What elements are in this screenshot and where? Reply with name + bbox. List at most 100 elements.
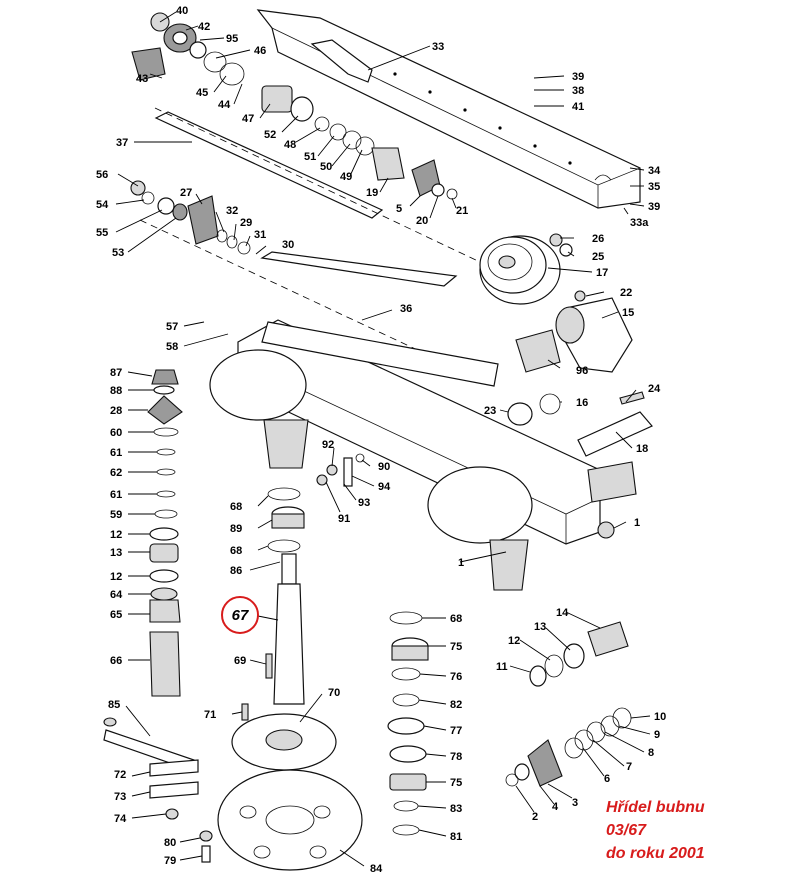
part-label: 13 bbox=[110, 547, 122, 559]
part-label: 84 bbox=[370, 863, 383, 875]
part-label: 5 bbox=[396, 203, 402, 215]
part-label: 68 bbox=[230, 501, 242, 513]
part-label: 12 bbox=[508, 635, 520, 647]
part-label: 65 bbox=[110, 609, 122, 621]
part-label: 26 bbox=[592, 233, 604, 245]
part-label: 68 bbox=[450, 613, 462, 625]
part-label: 7 bbox=[626, 761, 632, 773]
part-label: 85 bbox=[108, 699, 120, 711]
part-label: 35 bbox=[648, 181, 660, 193]
part-label: 1 bbox=[634, 517, 640, 529]
part-note: Hřídel bubnu 03/67 do roku 2001 bbox=[606, 796, 796, 865]
part-label: 79 bbox=[164, 855, 176, 867]
part-labels: 40 42 95 46 43 45 44 47 52 48 51 50 49 1… bbox=[96, 5, 666, 875]
part-label: 60 bbox=[110, 427, 122, 439]
part-label: 21 bbox=[456, 205, 468, 217]
long-shaft-37 bbox=[154, 111, 384, 219]
note-line-validity: do roku 2001 bbox=[606, 845, 705, 862]
shaft-18 bbox=[577, 391, 653, 457]
part-label: 52 bbox=[264, 129, 276, 141]
part-label: 73 bbox=[114, 791, 126, 803]
part-label: 34 bbox=[648, 165, 661, 177]
part-label: 12 bbox=[110, 529, 122, 541]
bracket-15 bbox=[507, 290, 633, 426]
frame-plate-33 bbox=[256, 9, 641, 209]
part-label: 81 bbox=[450, 831, 462, 843]
small-parts-90-94 bbox=[316, 453, 365, 487]
part-label: 33 bbox=[432, 41, 444, 53]
part-label: 61 bbox=[110, 447, 122, 459]
part-label: 92 bbox=[322, 439, 334, 451]
part-label: 13 bbox=[534, 621, 546, 633]
part-label: 25 bbox=[592, 251, 604, 263]
part-label: 38 bbox=[572, 85, 584, 97]
part-label: 37 bbox=[116, 137, 128, 149]
right-gear-group bbox=[505, 621, 632, 787]
part-label: 42 bbox=[198, 21, 210, 33]
part-label: 4 bbox=[552, 801, 559, 813]
part-label: 75 bbox=[450, 777, 462, 789]
part-label: 22 bbox=[620, 287, 632, 299]
part-label: 36 bbox=[400, 303, 412, 315]
main-beam-36 bbox=[209, 319, 637, 591]
part-label: 55 bbox=[96, 227, 108, 239]
part-label: 31 bbox=[254, 229, 266, 241]
part-label: 41 bbox=[572, 101, 584, 113]
part-label: 29 bbox=[240, 217, 252, 229]
part-label: 77 bbox=[450, 725, 462, 737]
part-label: 8 bbox=[648, 747, 654, 759]
part-label: 61 bbox=[110, 489, 122, 501]
part-label: 32 bbox=[226, 205, 238, 217]
part-label: 10 bbox=[654, 711, 666, 723]
part-label: 45 bbox=[196, 87, 208, 99]
part-label: 19 bbox=[366, 187, 378, 199]
part-label: 3 bbox=[572, 797, 578, 809]
part-label: 87 bbox=[110, 367, 122, 379]
part-label: 40 bbox=[176, 5, 188, 17]
part-label: 57 bbox=[166, 321, 178, 333]
part-label: 88 bbox=[110, 385, 122, 397]
part-label: 15 bbox=[622, 307, 634, 319]
part-label: 71 bbox=[204, 709, 216, 721]
part-label: 83 bbox=[450, 803, 462, 815]
part-label: 20 bbox=[416, 215, 428, 227]
part-label: 69 bbox=[234, 655, 246, 667]
part-label: 56 bbox=[96, 169, 108, 181]
part-label: 47 bbox=[242, 113, 254, 125]
left-gear-group bbox=[130, 180, 458, 287]
pulley-17 bbox=[479, 233, 573, 305]
part-label: 46 bbox=[254, 45, 266, 57]
part-label: 18 bbox=[636, 443, 648, 455]
left-vertical-stack bbox=[147, 369, 183, 697]
part-label: 91 bbox=[338, 513, 350, 525]
part-label: 39 bbox=[572, 71, 584, 83]
part-label: 1 bbox=[458, 557, 464, 569]
part-label: 68 bbox=[230, 545, 242, 557]
part-label: 53 bbox=[112, 247, 124, 259]
part-label: 11 bbox=[496, 661, 508, 673]
leader-lines bbox=[115, 11, 651, 867]
center-shaft-stack bbox=[265, 487, 305, 705]
part-label: 24 bbox=[648, 383, 661, 395]
part-label: 51 bbox=[304, 151, 316, 163]
part-label: 58 bbox=[166, 341, 178, 353]
upper-gear-assembly bbox=[131, 12, 458, 200]
part-label: 64 bbox=[110, 589, 123, 601]
part-label: 75 bbox=[450, 641, 462, 653]
part-label: 72 bbox=[114, 769, 126, 781]
part-label: 44 bbox=[218, 99, 231, 111]
part-label: 90 bbox=[378, 461, 390, 473]
part-label: 33a bbox=[630, 217, 649, 229]
note-line-title: Hřídel bubnu bbox=[606, 799, 705, 816]
part-label: 12 bbox=[110, 571, 122, 583]
part-label: 96 bbox=[576, 365, 588, 377]
part-label: 48 bbox=[284, 139, 296, 151]
part-label: 80 bbox=[164, 837, 176, 849]
part-label: 50 bbox=[320, 161, 332, 173]
part-label: 30 bbox=[282, 239, 294, 251]
note-line-code: 03/67 bbox=[606, 822, 647, 839]
part-label: 43 bbox=[136, 73, 148, 85]
part-label: 76 bbox=[450, 671, 462, 683]
part-label: 16 bbox=[576, 397, 588, 409]
